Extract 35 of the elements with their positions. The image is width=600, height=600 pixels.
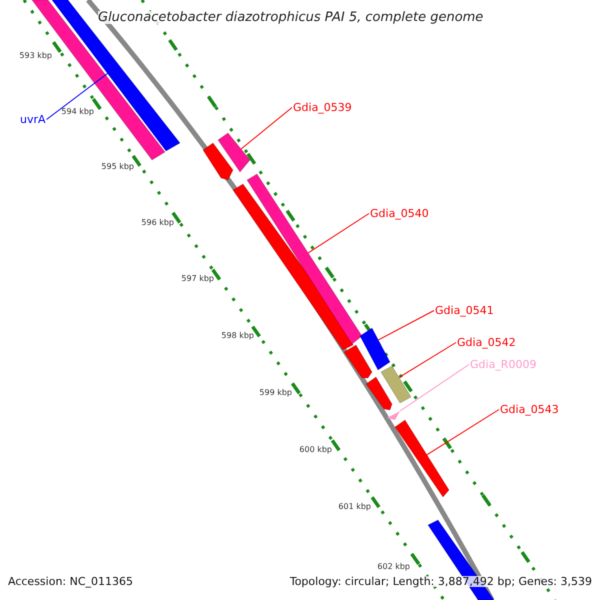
leader-line	[400, 364, 470, 412]
leader-line	[426, 409, 500, 456]
genome-info-text: Topology: circular; Length: 3,887,492 bp; Genes: 3,539	[290, 576, 592, 587]
leader-line	[240, 107, 292, 150]
gene-label: Gdia_0542	[457, 337, 516, 348]
gene-label: Gdia_0541	[435, 305, 494, 316]
gene-bar	[360, 328, 390, 370]
tick-label: 599 kbp	[259, 389, 292, 397]
gene-bar	[202, 142, 234, 180]
tick-label: 601 kbp	[338, 503, 371, 511]
tick-label: 597 kbp	[181, 275, 214, 283]
gene-bar	[218, 132, 250, 172]
title: Gluconacetobacter diazotrophicus PAI 5, complete genome	[98, 11, 484, 24]
tick-label: 593 kbp	[19, 52, 52, 60]
gene-label: Gdia_0540	[370, 208, 429, 219]
tick-label: 595 kbp	[101, 163, 134, 171]
gene-bar	[366, 376, 392, 410]
tick-label: 600 kbp	[299, 446, 332, 454]
gene-bar	[394, 420, 450, 498]
gene-marker	[387, 411, 400, 420]
leader-line	[378, 310, 434, 340]
tick-label: 594 kbp	[61, 108, 94, 116]
gene-bar	[344, 344, 372, 378]
leader-line	[398, 342, 456, 378]
tick-label: 598 kbp	[221, 332, 254, 340]
gene-label: Gdia_0543	[500, 404, 559, 415]
gene-label: uvrA	[20, 114, 46, 125]
leader-line	[308, 213, 370, 254]
tick-label: 602 kbp	[377, 563, 410, 571]
gene-label: Gdia_0539	[293, 102, 352, 113]
leader-line	[46, 72, 108, 120]
gene-bar	[380, 366, 412, 404]
accession-text: Accession: NC_011365	[8, 576, 134, 587]
gene-label: Gdia_R0009	[470, 359, 536, 370]
tick-label: 596 kbp	[141, 219, 174, 227]
